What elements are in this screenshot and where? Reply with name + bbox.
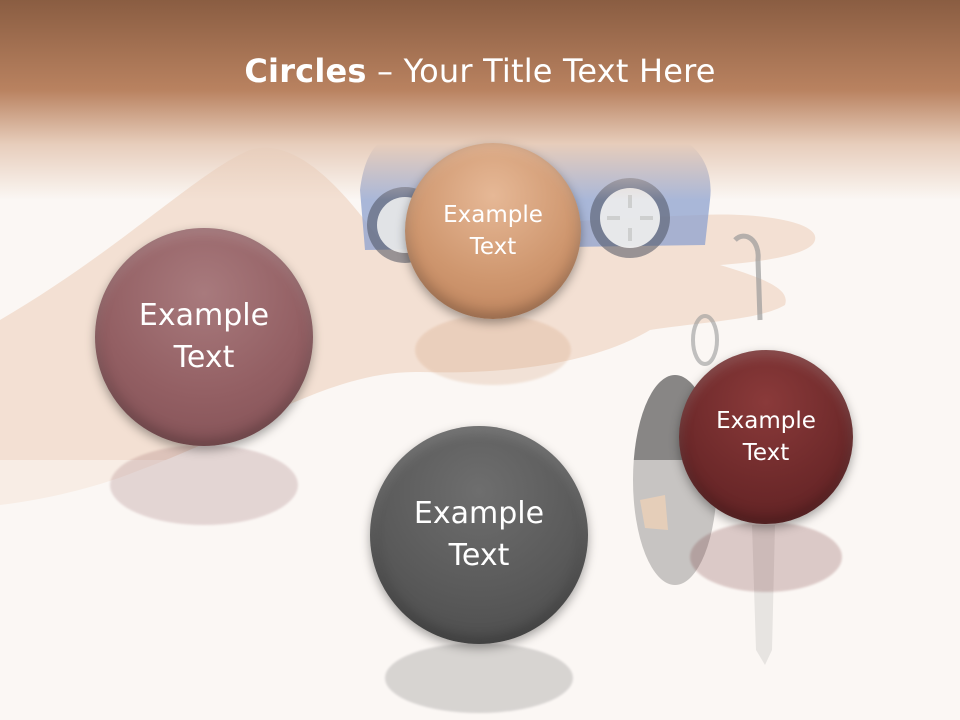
- circle-text-line2: Text: [173, 340, 235, 375]
- circle-text-line2: Text: [448, 538, 510, 573]
- circle-reflection: [110, 445, 298, 525]
- title-rest: – Your Title Text Here: [366, 52, 716, 90]
- title-bold: Circles: [244, 52, 367, 90]
- circle-text: Example Text: [414, 493, 544, 577]
- circle-text-line1: Example: [716, 407, 816, 434]
- circle-text-line1: Example: [413, 496, 545, 531]
- circle-bottom[interactable]: Example Text: [370, 426, 588, 644]
- circle-text: Example Text: [139, 295, 269, 379]
- circle-reflection: [415, 315, 571, 385]
- circle-reflection: [690, 522, 842, 592]
- circle-text-line2: Text: [469, 234, 517, 260]
- circle-text-line1: Example: [443, 201, 543, 228]
- circle-reflection: [385, 643, 573, 713]
- circle-text-line2: Text: [742, 440, 790, 466]
- circle-right[interactable]: Example Text: [679, 350, 853, 524]
- circle-text: Example Text: [443, 199, 543, 263]
- circle-left[interactable]: Example Text: [95, 228, 313, 446]
- circle-text: Example Text: [716, 405, 816, 469]
- circle-top[interactable]: Example Text: [405, 143, 581, 319]
- slide-title: Circles – Your Title Text Here: [0, 52, 960, 90]
- circle-text-line1: Example: [138, 298, 270, 333]
